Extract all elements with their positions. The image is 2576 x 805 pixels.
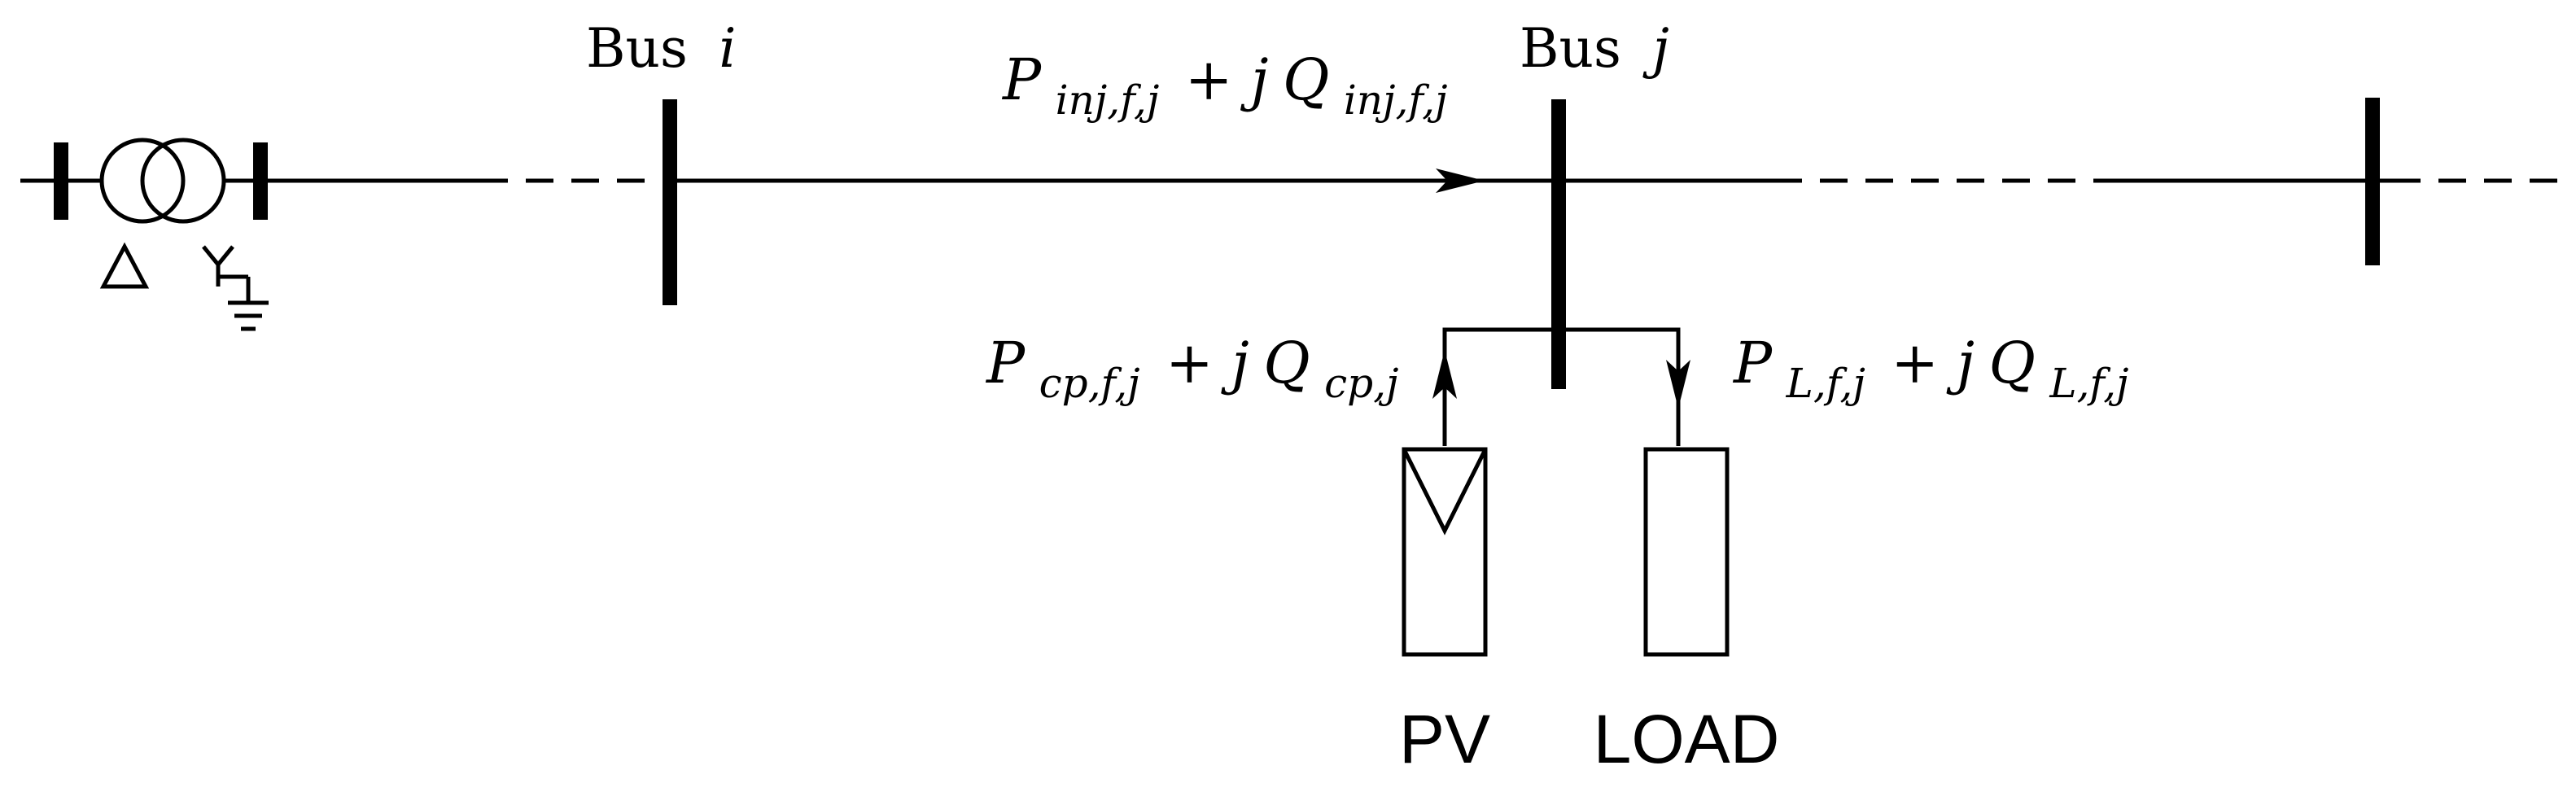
injection-p-subscript: inj,f,j	[1056, 77, 1160, 124]
pv-plus-j: + j	[1166, 330, 1249, 396]
injection-flow-label: P inj,f,j + j Q inj,f,j	[1001, 46, 1448, 127]
pv-panel	[1402, 447, 1488, 657]
bus-j-branch	[1432, 327, 1690, 446]
transformer	[54, 138, 269, 331]
pv-p-symbol: P	[985, 330, 1026, 396]
load-label: LOAD	[1594, 701, 1780, 777]
injection-q-symbol: Q	[1283, 46, 1329, 113]
wye-grounded-icon	[202, 245, 269, 331]
bus-i-var: i	[719, 17, 736, 80]
pv-flow-label: P cp,f,j + j Q cp,j	[985, 330, 1399, 410]
load-p-subscript: L,f,j	[1786, 360, 1865, 407]
load-q-subscript: L,f,j	[2049, 360, 2128, 407]
bus-i-label: Bus i	[586, 17, 737, 80]
load-p-symbol: P	[1732, 330, 1773, 396]
injection-q-subscript: inj,f,j	[1344, 77, 1448, 124]
pv-q-subscript: cp,j	[1324, 360, 1398, 407]
pv-q-symbol: Q	[1263, 330, 1310, 396]
delta-icon	[99, 242, 150, 289]
bus-j: Bus j	[1520, 17, 1669, 389]
injection-plus-j: + j	[1185, 46, 1269, 113]
pv-panel-box	[1402, 447, 1488, 657]
pv-p-subscript: cp,f,j	[1039, 360, 1140, 407]
transformer-primary-winding	[99, 138, 186, 224]
load-flow-label: P L,f,j + j Q L,f,j	[1732, 330, 2129, 410]
bus-j-label: Bus j	[1520, 17, 1669, 80]
bus-i: Bus i	[586, 17, 737, 305]
pv-label: PV	[1399, 701, 1490, 777]
load-plus-j: + j	[1891, 330, 1975, 396]
load-box	[1643, 447, 1730, 657]
pv-panel-icon	[1402, 448, 1488, 536]
load-q-symbol: Q	[1988, 330, 2035, 396]
bus-j-var: j	[1642, 17, 1668, 80]
bus-j-word: Bus	[1520, 17, 1621, 80]
bus-i-word: Bus	[586, 17, 688, 80]
injection-p-symbol: P	[1001, 46, 1043, 113]
